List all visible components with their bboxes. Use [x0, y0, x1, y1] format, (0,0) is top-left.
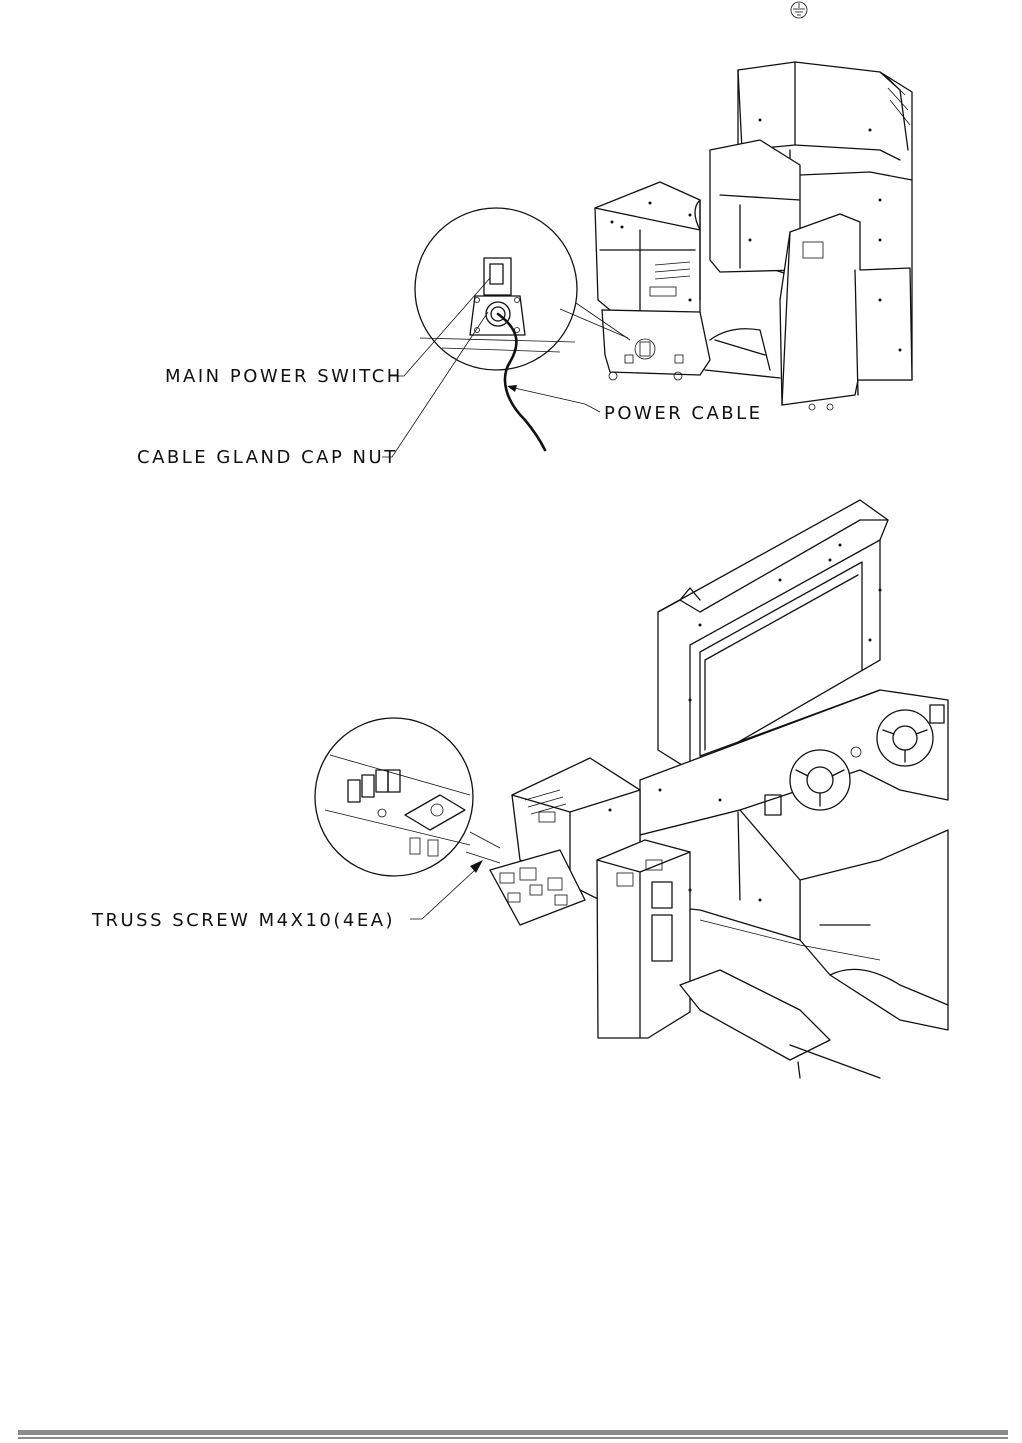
footer-bar	[18, 1430, 1008, 1439]
leader-truss-screw	[410, 869, 476, 920]
label-truss-screw: TRUSS SCREW M4X10(4EA)	[91, 910, 395, 931]
label-cable-gland-cap-nut: CABLE GLAND CAP NUT	[137, 447, 398, 468]
arrow-power-cable	[507, 385, 517, 392]
leader-main-power-switch	[390, 277, 491, 377]
arrow-truss-screw	[470, 860, 483, 873]
figure-2-board-access: TRUSS SCREW M4X10(4EA)	[91, 499, 949, 1079]
leader-cable-gland	[382, 311, 489, 458]
machine-cabinet-drawing-2	[489, 499, 949, 1079]
label-power-cable: POWER CABLE	[604, 403, 763, 424]
earth-ground-icon	[790, 1, 808, 19]
power-cable	[496, 312, 547, 452]
board-screw-zoom-detail	[314, 717, 501, 877]
figure-1-power-connection: MAIN POWER SWITCH CABLE GLAND CAP NUT PO…	[137, 61, 913, 468]
machine-cabinet-drawing-1	[594, 61, 913, 411]
label-main-power-switch: MAIN POWER SWITCH	[165, 366, 403, 387]
power-switch-zoom-detail	[414, 207, 631, 371]
leader-power-cable	[509, 386, 601, 413]
